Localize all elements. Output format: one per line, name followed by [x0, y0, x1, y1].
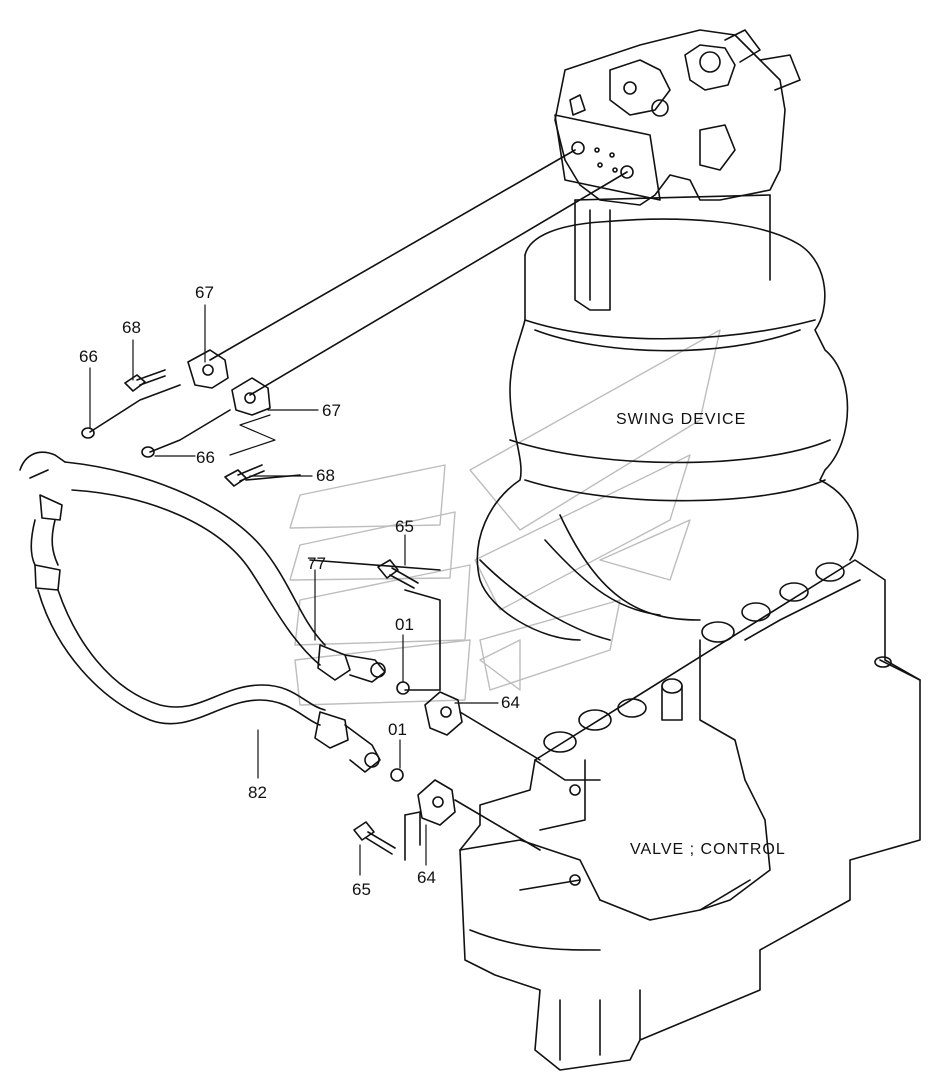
callout-65-top: 65 — [395, 517, 414, 536]
callout-68-mid: 68 — [316, 466, 335, 485]
watermark-logo — [289, 329, 721, 706]
callout-01-bottom: 01 — [388, 720, 407, 739]
callout-01-top: 01 — [395, 615, 414, 634]
callout-68-top: 68 — [122, 318, 141, 337]
callout-leaders — [89, 304, 499, 876]
lower-hose-82 — [34, 564, 381, 773]
callout-66-mid: 66 — [196, 448, 215, 467]
upper-hose-assembly — [19, 149, 628, 683]
callout-67-top: 67 — [195, 283, 214, 302]
callout-67-right: 67 — [322, 401, 341, 420]
callout-65-bottom: 65 — [352, 880, 371, 899]
callout-64-top: 64 — [501, 693, 520, 712]
callout-66-left: 66 — [79, 347, 98, 366]
callout-64-bottom: 64 — [417, 868, 436, 887]
swing-device-label: SWING DEVICE — [616, 411, 747, 428]
callout-77: 77 — [307, 554, 326, 573]
swing-device — [476, 29, 859, 641]
callout-82: 82 — [248, 783, 267, 802]
control-valve-label: VALVE ; CONTROL — [630, 841, 786, 858]
control-valve — [459, 559, 921, 1071]
flange-fittings — [309, 559, 541, 861]
